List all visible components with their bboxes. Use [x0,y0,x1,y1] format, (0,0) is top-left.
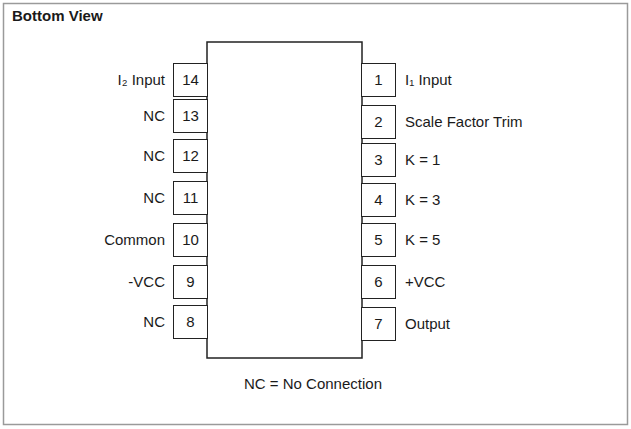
pin-box: 8 [173,305,208,339]
pin-number: 13 [182,107,199,125]
pin-name: NC [143,189,165,207]
pin-number: 7 [374,315,382,333]
pin-name: Output [405,315,450,333]
pin-box: 12 [173,139,208,173]
pin-name: Scale Factor Trim [405,113,523,131]
pin-box: 3 [361,143,396,177]
view-title: Bottom View [12,7,103,25]
pin-name: K = 5 [405,231,440,249]
pin-box: 13 [173,99,208,133]
pin-name: I₂ Input [117,71,165,89]
pin-name: NC [143,107,165,125]
pin-number: 11 [183,189,199,207]
pin-number: 12 [182,147,199,165]
pin-box: 2 [361,105,396,139]
pin-number: 10 [182,231,199,249]
pin-name: -VCC [128,273,165,291]
pin-box: 7 [361,307,396,341]
pin-name: K = 3 [405,191,440,209]
pin-number: 4 [374,191,382,209]
pin-box: 10 [173,223,208,257]
pin-name: NC [143,313,165,331]
pin-box: 14 [173,63,208,97]
pin-number: 6 [374,273,382,291]
pin-box: 9 [173,265,208,299]
pin-number: 1 [374,71,382,89]
pin-name: NC [143,147,165,165]
pin-box: 5 [361,223,396,257]
pin-name: Common [104,231,165,249]
outer-frame [4,4,628,425]
pin-number: 5 [374,231,382,249]
pin-number: 2 [374,113,382,131]
pin-number: 3 [374,151,382,169]
pin-name: K = 1 [405,151,440,169]
pin-box: 6 [361,265,396,299]
pin-name: +VCC [405,273,445,291]
pin-box: 11 [173,181,208,215]
pin-box: 4 [361,183,396,217]
pin-box: 1 [361,63,396,97]
pin-number: 8 [186,313,194,331]
ic-body [207,42,362,358]
pin-number: 9 [186,273,194,291]
legend-caption: NC = No Connection [244,375,382,393]
pin-name: I₁ Input [405,71,452,89]
pin-number: 14 [182,71,199,89]
